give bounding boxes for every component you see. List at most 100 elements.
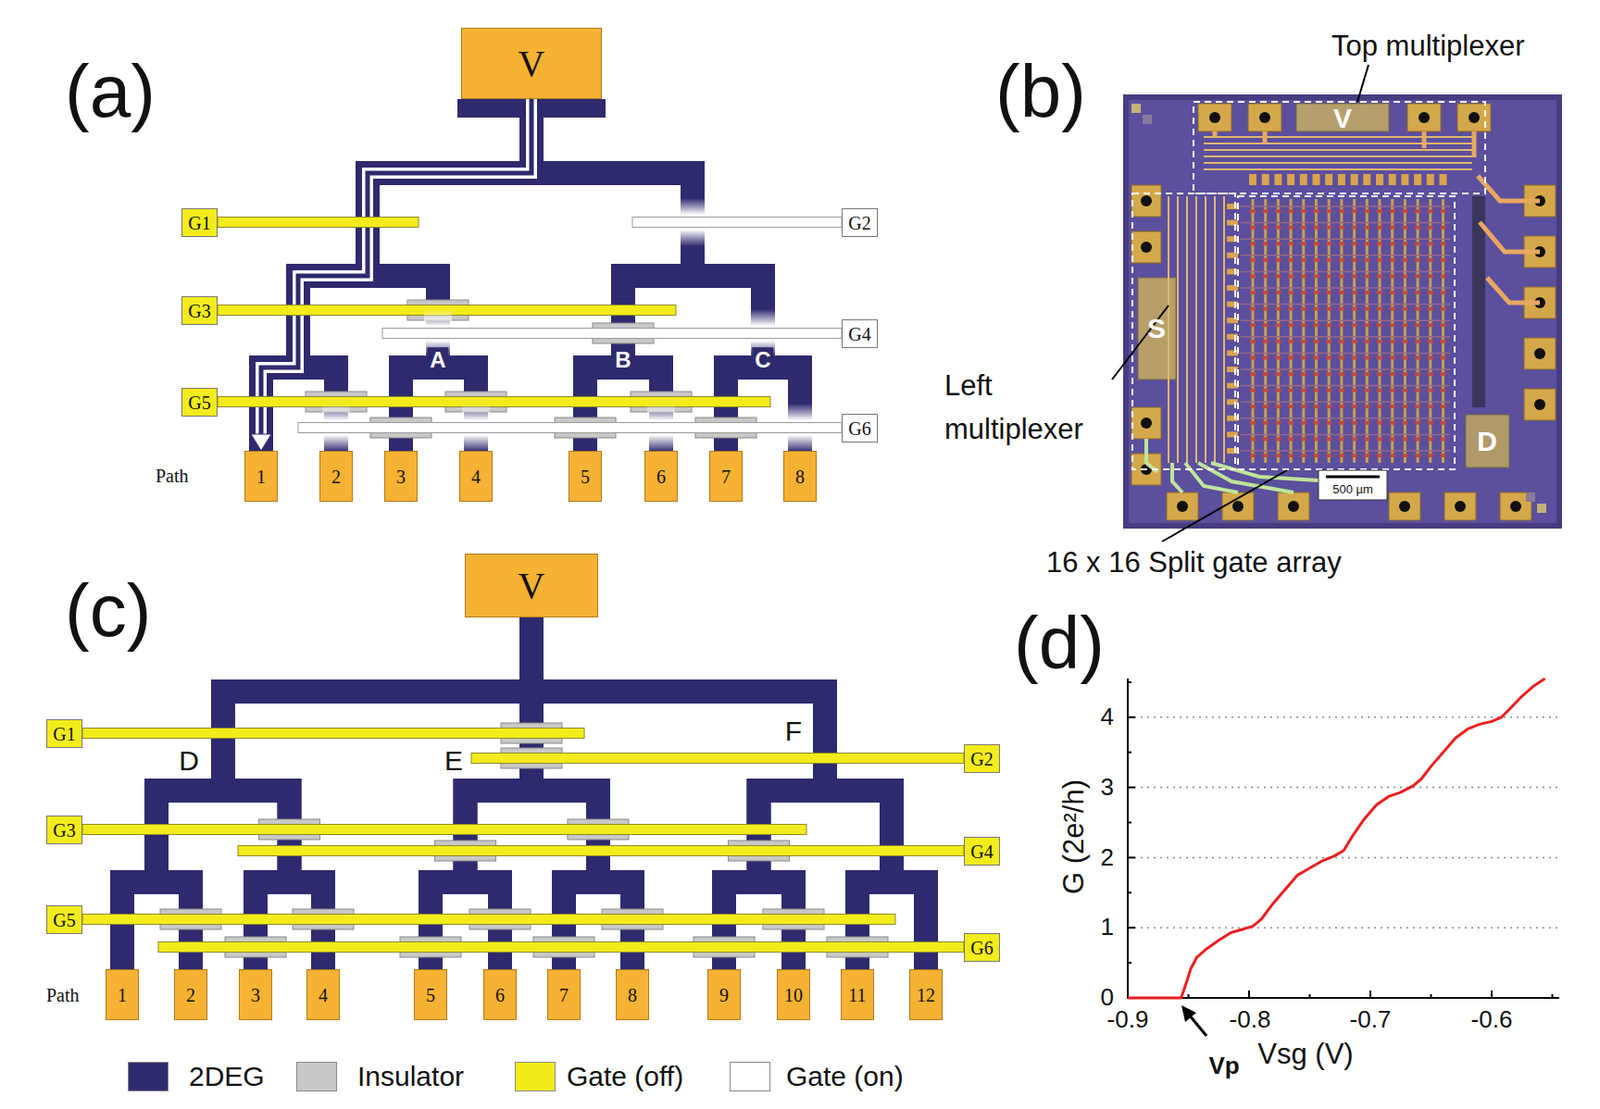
mux-contact [1226, 268, 1238, 275]
bond-wire [1140, 241, 1152, 253]
scale-label: 500 µm [1332, 483, 1374, 498]
node-label: 2 [331, 466, 341, 488]
split-gate [1325, 388, 1332, 393]
path-contact: 4 [459, 450, 493, 502]
split-gate [1300, 339, 1307, 344]
node-label: 1 [117, 985, 127, 1006]
split-gate [1287, 453, 1294, 458]
split-gate [1389, 421, 1396, 425]
row-label: Path [46, 985, 80, 1007]
array-row [1240, 303, 1450, 306]
array-row [1240, 450, 1450, 452]
split-gate [1275, 225, 1281, 230]
voltage-pad: V [461, 27, 602, 100]
split-gate [1287, 404, 1294, 409]
path-contact: 1 [105, 969, 139, 1021]
split-gate [1287, 209, 1294, 213]
split-gate [1401, 274, 1408, 278]
split-gate [1300, 355, 1307, 360]
path-contact: 4 [306, 969, 340, 1021]
split-gate [1338, 339, 1345, 344]
split-gate [1338, 421, 1345, 425]
split-gate [1363, 258, 1370, 263]
array-row [1240, 400, 1450, 403]
split-gate [1414, 290, 1421, 295]
x-tick [1369, 990, 1372, 999]
ohmic-trace [1172, 462, 1183, 493]
split-gate [1250, 323, 1256, 327]
split-gate [1275, 453, 1281, 458]
mux-contact [1226, 383, 1238, 389]
path-contact: 2 [174, 969, 208, 1021]
bond-wire [1454, 500, 1466, 513]
node-label: G1 [187, 212, 211, 234]
split-gate [1427, 241, 1434, 246]
gate-pad: G3 [181, 296, 218, 325]
split-gate [1427, 421, 1434, 425]
split-gate [1363, 339, 1370, 344]
split-gate [1414, 404, 1421, 409]
split-gate [1325, 355, 1332, 360]
mux-contact [1226, 431, 1238, 438]
multiplexer-gate-line [1176, 196, 1179, 463]
y-tick [1127, 751, 1132, 754]
multiplexer-gate-line [1203, 149, 1473, 151]
split-gate [1363, 209, 1370, 213]
split-gate [1300, 404, 1307, 409]
node-label: V [518, 565, 546, 607]
gate-on-bar [298, 423, 842, 434]
split-gate [1338, 241, 1345, 246]
split-gate [1313, 372, 1320, 376]
split-gate [1401, 388, 1408, 393]
grid-line [1127, 787, 1560, 789]
mux-contact [1226, 220, 1238, 226]
gate-pad: G5 [46, 905, 83, 935]
tick-label: 4 [1100, 703, 1114, 732]
split-gate [1351, 339, 1358, 344]
split-gate [1300, 453, 1307, 458]
array-row [1240, 287, 1450, 289]
x-tick [1551, 994, 1554, 999]
split-gate [1313, 404, 1320, 409]
gate-pad: G6 [841, 413, 878, 443]
node-label: 5 [425, 985, 436, 1006]
split-gate [1351, 258, 1358, 263]
node-label: 7 [721, 466, 731, 488]
path-contact: 2 [319, 450, 353, 502]
path-contact: 12 [909, 969, 943, 1021]
top-multiplexer-outline [1193, 101, 1486, 194]
bond-wire [1176, 500, 1188, 513]
split-gate [1376, 372, 1383, 376]
split-gate [1325, 225, 1332, 230]
gold-trace [1212, 131, 1218, 138]
split-gate [1325, 209, 1332, 213]
split-gate [1363, 323, 1370, 327]
legend-swatch [296, 1062, 338, 1092]
split-gate [1275, 437, 1281, 441]
split-gate [1427, 388, 1434, 393]
gate-pad: G4 [841, 319, 878, 349]
ohmic-trace [1146, 438, 1158, 473]
panel-label: (c) [64, 568, 151, 654]
left-multiplexer-outline [1132, 193, 1236, 470]
mux-contact [1249, 174, 1257, 186]
split-gate [1440, 421, 1447, 425]
split-gate [1376, 307, 1383, 312]
node-label: 7 [559, 985, 569, 1006]
split-gate [1440, 372, 1447, 376]
x-axis [1126, 997, 1560, 1000]
source-pad [1137, 277, 1176, 380]
gate-on-bar [632, 217, 842, 228]
path-contact: 1 [244, 450, 278, 502]
split-gate [1363, 453, 1370, 458]
mux-contact [1274, 174, 1282, 186]
node-label: 4 [471, 466, 481, 488]
node-label: G6 [970, 937, 993, 959]
mux-contact [1400, 174, 1409, 186]
node-label: 8 [795, 466, 805, 488]
split-gate [1376, 453, 1383, 458]
tick-label: -0.8 [1229, 1006, 1272, 1035]
split-gate [1401, 307, 1408, 312]
mux-contact [1287, 174, 1295, 186]
y-tick [1127, 926, 1136, 929]
